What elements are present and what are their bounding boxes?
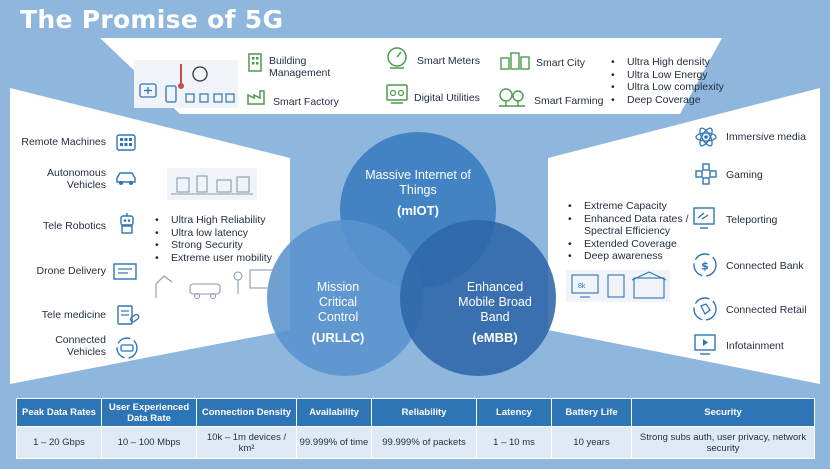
right-bullet: Enhanced Data rates / Spectral Efficienc… (568, 213, 698, 238)
embb-label: Enhanced Mobile Broad Band (458, 280, 532, 324)
table-header-row: Peak Data Rates User Experienced Data Ra… (16, 398, 815, 427)
table-cell: 1 – 10 ms (476, 426, 552, 459)
urllc-label: Mission Critical Control (316, 280, 360, 324)
table-cell: 10k – 1m devices / km² (196, 426, 297, 459)
table-header-cell: Connection Density (196, 398, 297, 427)
medicine-icon (116, 304, 140, 331)
factory-icon (246, 88, 268, 111)
left-item-drone-delivery: Drone Delivery (36, 265, 106, 277)
smart-city-icon (500, 52, 530, 75)
connected-vehicle-icon (115, 336, 139, 365)
table-header-cell: Peak Data Rates (16, 398, 102, 427)
iot-devices-illustration (134, 60, 238, 113)
top-bullet: Ultra Low complexity (611, 81, 724, 94)
right-bullet: Deep awareness (568, 250, 698, 263)
table-row: 1 – 20 Gbps 10 – 100 Mbps 10k – 1m devic… (16, 426, 815, 459)
gaming-icon (694, 162, 718, 191)
building-management-label: Building Management (269, 55, 331, 79)
left-item-remote-machines: Remote Machines (21, 136, 106, 148)
smart-farming-icon (497, 87, 527, 112)
right-item-infotainment: Infotainment (726, 340, 784, 352)
spec-table: Peak Data Rates User Experienced Data Ra… (16, 398, 815, 459)
car-icon (115, 170, 137, 191)
top-bullet: Ultra Low Energy (611, 69, 724, 82)
table-header-cell: Availability (296, 398, 372, 427)
table-header-cell: User Experienced Data Rate (101, 398, 197, 427)
retail-icon (692, 296, 718, 327)
left-bullet: Ultra High Reliability (155, 214, 272, 227)
media-devices-illustration (566, 270, 670, 307)
right-item-connected-bank: Connected Bank (726, 260, 804, 272)
badge-8k: 8k (578, 283, 586, 290)
left-bullet: Ultra low latency (155, 227, 272, 240)
urllc-abbr: (URLLC) (311, 330, 365, 345)
left-panel (10, 88, 290, 384)
table-cell: 99.999% of packets (371, 426, 477, 459)
top-bullets: Ultra High density Ultra Low Energy Ultr… (611, 56, 724, 106)
venn-circle-embb (400, 220, 556, 376)
venn-label-miot: Massive Internet of Things (mIOT) (358, 168, 478, 218)
remote-machines-icon (116, 134, 136, 157)
factory-robots-illustration (167, 168, 257, 205)
miot-label: Massive Internet of Things (365, 168, 471, 197)
building-icon (246, 52, 264, 77)
digital-utilities-label: Digital Utilities (414, 92, 480, 104)
miot-abbr: (mIOT) (397, 203, 439, 218)
top-bullet: Ultra High density (611, 56, 724, 69)
table-cell: 10 years (551, 426, 632, 459)
right-item-immersive-media: Immersive media (726, 131, 806, 143)
drone-icon (112, 260, 138, 287)
left-item-tele-medicine: Tele medicine (41, 309, 106, 321)
table-header-cell: Reliability (371, 398, 477, 427)
right-item-connected-retail: Connected Retail (726, 304, 807, 316)
infotainment-icon (693, 333, 717, 362)
left-item-autonomous-vehicles: Autonomous Vehicles (47, 167, 106, 191)
smart-farming-label: Smart Farming (534, 95, 604, 107)
left-item-connected-vehicles: Connected Vehicles (55, 334, 106, 358)
smart-meter-icon (385, 46, 409, 75)
top-bullet: Deep Coverage (611, 94, 724, 107)
venn-label-urllc: Mission Critical Control (URLLC) (300, 280, 376, 345)
table-cell: 10 – 100 Mbps (101, 426, 197, 459)
smart-meters-label: Smart Meters (417, 55, 481, 67)
table-header-cell: Security (631, 398, 815, 427)
table-header-cell: Latency (476, 398, 552, 427)
svg-text:$: $ (701, 260, 709, 273)
table-header-cell: Battery Life (551, 398, 632, 427)
right-item-teleporting: Teleporting (726, 214, 778, 226)
left-bullet: Strong Security (155, 239, 272, 252)
right-bullets: Extreme Capacity Enhanced Data rates / S… (568, 200, 698, 263)
smart-city-label: Smart City (536, 57, 586, 69)
left-item-tele-robotics: Tele Robotics (42, 220, 106, 232)
right-bullet: Extreme Capacity (568, 200, 698, 213)
page-title: The Promise of 5G (20, 5, 284, 34)
table-cell: Strong subs auth, user privacy, network … (631, 426, 815, 459)
embb-abbr: (eMBB) (472, 330, 518, 345)
bank-icon: $ (692, 252, 718, 283)
robotics-illustration (150, 266, 280, 307)
venn-label-embb: Enhanced Mobile Broad Band (eMBB) (448, 280, 542, 345)
robot-icon (116, 212, 138, 241)
digital-utilities-icon (385, 83, 409, 110)
immersive-media-icon (694, 125, 718, 154)
left-bullet: Extreme user mobility (155, 252, 272, 265)
table-cell: 1 – 20 Gbps (16, 426, 102, 459)
table-cell: 99.999% of time (296, 426, 372, 459)
left-bullets: Ultra High Reliability Ultra low latency… (155, 214, 272, 264)
venn-circle-urllc (267, 220, 423, 376)
smart-factory-label: Smart Factory (273, 96, 339, 108)
right-item-gaming: Gaming (726, 169, 763, 181)
right-bullet: Extended Coverage (568, 238, 698, 251)
